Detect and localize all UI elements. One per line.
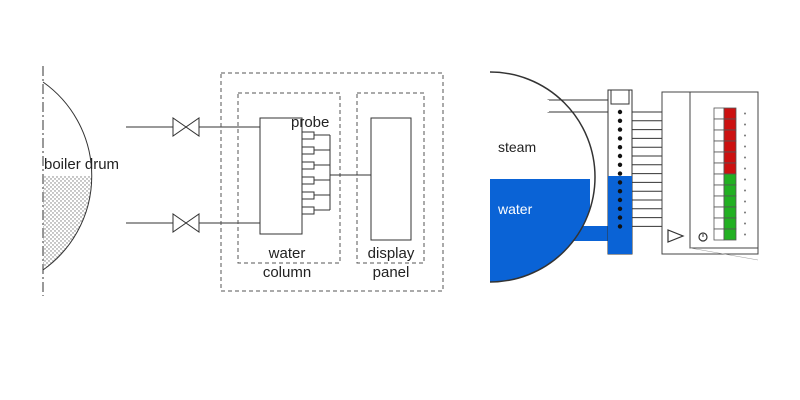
electrode-dot	[617, 162, 623, 167]
electrode-dot	[617, 118, 623, 124]
drum2-outline	[489, 71, 596, 283]
lamp-frame	[713, 217, 725, 230]
lower-valve-icon	[172, 213, 187, 233]
green-indicator-lamp	[723, 195, 737, 208]
green-indicator-lamp	[723, 206, 737, 219]
lamp-tick	[744, 156, 746, 159]
red-indicator-lamp	[723, 118, 737, 131]
upper-connector-pipe	[547, 99, 609, 113]
electrode-dot	[617, 215, 623, 220]
right-diagram: steam water	[489, 71, 759, 283]
water-column-label-line2: column	[263, 264, 311, 281]
lamp-tick	[744, 145, 746, 148]
indicator-lamp-column	[713, 107, 746, 241]
green-indicator-lamp	[723, 217, 737, 230]
lamp-frame	[713, 107, 725, 120]
display-panel-label-line2: panel	[373, 264, 410, 281]
upper-valve-icon	[172, 117, 187, 137]
probe-label: probe	[291, 114, 329, 131]
output-triangle-icon	[667, 229, 685, 243]
electrode-dot	[617, 189, 623, 194]
display-panel-label-line1: display	[368, 245, 415, 262]
lamp-frame	[713, 140, 725, 153]
drum-water-hatch	[43, 176, 92, 270]
boiler-drum	[42, 66, 93, 296]
lamp-frame	[713, 228, 725, 241]
display-panel-body	[370, 117, 412, 241]
outer-enclosure	[220, 72, 444, 292]
left-diagram: boiler drum	[42, 66, 444, 296]
electrode-dot	[617, 224, 623, 229]
steam-label: steam	[498, 139, 536, 155]
red-indicator-lamp	[723, 107, 737, 120]
red-indicator-lamp	[723, 162, 737, 175]
lamp-tick	[744, 200, 746, 203]
lamp-tick	[744, 112, 746, 115]
red-indicator-lamp	[723, 140, 737, 153]
green-indicator-lamp	[723, 184, 737, 197]
lamp-tick	[744, 233, 746, 236]
lamp-frame	[713, 118, 725, 131]
lamp-tick	[744, 167, 746, 170]
lamp-frame	[713, 129, 725, 142]
red-indicator-lamp	[723, 129, 737, 142]
electrode-dot	[617, 153, 623, 159]
electrode-dot	[617, 197, 623, 203]
electrode-dot	[617, 109, 623, 115]
water-label: water	[497, 201, 533, 217]
lower-pipe	[126, 213, 260, 233]
lamp-frame	[713, 162, 725, 175]
green-indicator-lamp	[723, 173, 737, 186]
lamp-frame	[713, 195, 725, 208]
upper-pipe	[126, 117, 260, 137]
probe-array	[301, 131, 371, 215]
column-cap	[610, 89, 630, 105]
lamp-tick	[744, 211, 746, 214]
electrode-dot	[617, 127, 623, 132]
lamp-tick	[744, 178, 746, 181]
water-column-label-line1: water	[268, 245, 306, 262]
electrode-dot	[617, 180, 623, 185]
lamp-frame	[713, 206, 725, 219]
lamp-tick	[744, 222, 746, 225]
display-panel-enclosure	[356, 92, 425, 264]
lamp-tick	[744, 189, 746, 192]
water-column-enclosure	[237, 92, 341, 264]
lamp-frame	[713, 173, 725, 186]
lamp-tick	[744, 123, 746, 126]
electrode-dot	[617, 136, 623, 141]
water-column-2-fill	[608, 176, 632, 254]
lower-connector-pipe	[555, 226, 610, 241]
water-column-body	[259, 117, 303, 235]
lamp-frame	[713, 151, 725, 164]
lamp-frame	[713, 184, 725, 197]
boiler-drum-label: boiler drum	[44, 156, 119, 173]
electrode-dot	[617, 206, 623, 211]
electrode-dot	[617, 171, 623, 176]
green-indicator-lamp	[723, 228, 737, 241]
drum-outline	[42, 81, 93, 271]
lamp-tick	[744, 134, 746, 137]
red-indicator-lamp	[723, 151, 737, 164]
electrode-dot	[617, 145, 623, 150]
